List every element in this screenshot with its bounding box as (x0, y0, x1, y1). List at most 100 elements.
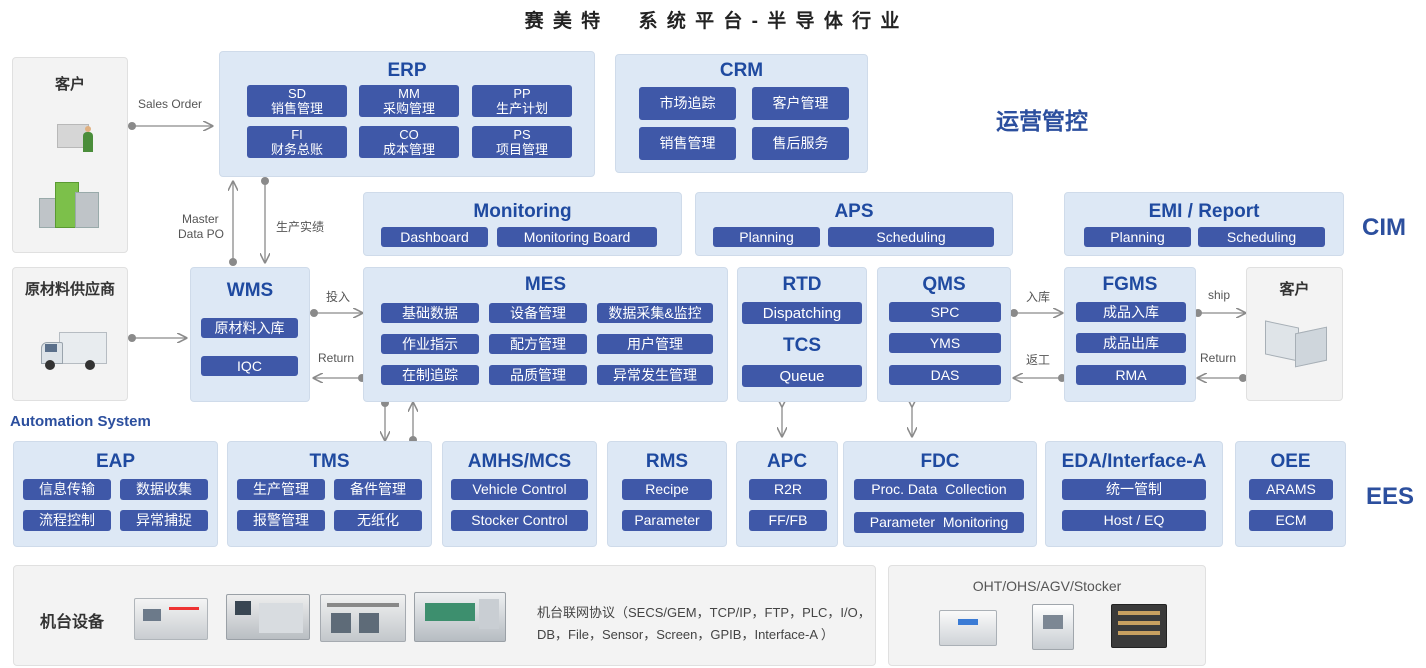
tms-panel: TMS 生产管理 备件管理 报警管理 无纸化 (227, 441, 432, 547)
fdc-parameter-monitoring[interactable]: Parameter Monitoring (854, 512, 1024, 533)
wms-raw-in[interactable]: 原材料入库 (201, 318, 298, 338)
mes-item-data-collection[interactable]: 数据采集&监控 (597, 303, 713, 323)
mes-item-quality[interactable]: 品质管理 (489, 365, 587, 385)
wms-iqc[interactable]: IQC (201, 356, 298, 376)
fgms-title: FGMS (1102, 274, 1158, 295)
fgms-out[interactable]: 成品出库 (1076, 333, 1186, 353)
amhs-stocker-control[interactable]: Stocker Control (451, 510, 588, 531)
agv-icon (1032, 604, 1074, 650)
oht-vehicle-icon (939, 610, 997, 646)
crm-item-market[interactable]: 市场追踪 (639, 87, 736, 120)
aps-panel: APS Planning Scheduling (695, 192, 1013, 256)
crm-item-service[interactable]: 售后服务 (752, 127, 849, 160)
amhs-vehicle-control[interactable]: Vehicle Control (451, 479, 588, 500)
mes-item-exception[interactable]: 异常发生管理 (597, 365, 713, 385)
erp-module-name: 财务总账 (270, 142, 323, 157)
flow-label-master: Master (182, 212, 219, 226)
section-label-cim: CIM (1362, 214, 1406, 241)
rtd-dispatching[interactable]: Dispatching (742, 302, 862, 324)
oee-ecm[interactable]: ECM (1249, 510, 1333, 531)
apc-ffb[interactable]: FF/FB (749, 510, 827, 531)
eda-host-eq[interactable]: Host / EQ (1062, 510, 1206, 531)
erp-module-code: PP (513, 86, 531, 101)
warehouse-icon (1265, 318, 1327, 368)
mes-item-basic-data[interactable]: 基础数据 (381, 303, 479, 323)
mes-item-work-instruction[interactable]: 作业指示 (381, 334, 479, 354)
supplier-panel: 原材料供应商 (12, 267, 128, 401)
aps-scheduling[interactable]: Scheduling (828, 227, 994, 247)
rms-parameter[interactable]: Parameter (622, 510, 712, 531)
erp-module-code: PS (513, 127, 531, 142)
machine-2-icon (226, 594, 310, 640)
mes-panel: MES 基础数据 设备管理 数据采集&监控 作业指示 配方管理 用户管理 在制追… (363, 267, 728, 402)
amhs-panel: AMHS/MCS Vehicle Control Stocker Control (442, 441, 597, 547)
erp-module-name: 采购管理 (382, 101, 435, 116)
rtd-tcs-panel: RTD Dispatching TCS Queue (737, 267, 867, 402)
tms-production[interactable]: 生产管理 (237, 479, 325, 500)
tms-spare-parts[interactable]: 备件管理 (334, 479, 422, 500)
machine-3-icon (320, 594, 406, 642)
oee-arams[interactable]: ARAMS (1249, 479, 1333, 500)
eap-exception-capture[interactable]: 异常捕捉 (120, 510, 208, 531)
equipment-protocol-line-1: 机台联网协议（SECS/GEM，TCP/IP，FTP，PLC，I/O， (537, 605, 871, 620)
fgms-rma[interactable]: RMA (1076, 365, 1186, 385)
flow-label-return-left: Return (318, 351, 355, 365)
fgms-in[interactable]: 成品入库 (1076, 302, 1186, 322)
qms-das[interactable]: DAS (889, 365, 1001, 385)
apc-title: APC (766, 451, 808, 472)
qms-yms[interactable]: YMS (889, 333, 1001, 353)
rms-title: RMS (645, 451, 689, 472)
crm-item-sales[interactable]: 销售管理 (639, 127, 736, 160)
mes-item-equipment[interactable]: 设备管理 (489, 303, 587, 323)
erp-module-name: 销售管理 (270, 101, 323, 116)
customer-right-title: 客户 (1279, 281, 1310, 298)
oht-title: OHT/OHS/AGV/Stocker (972, 578, 1122, 594)
aps-planning[interactable]: Planning (713, 227, 820, 247)
tcs-queue[interactable]: Queue (742, 365, 862, 387)
eap-data-collect[interactable]: 数据收集 (120, 479, 208, 500)
emi-scheduling[interactable]: Scheduling (1198, 227, 1325, 247)
erp-module-name: 生产计划 (495, 101, 548, 116)
mes-item-user[interactable]: 用户管理 (597, 334, 713, 354)
tcs-title: TCS (783, 335, 821, 356)
eda-unified-control[interactable]: 统一管制 (1062, 479, 1206, 500)
tms-paperless[interactable]: 无纸化 (334, 510, 422, 531)
eap-info-transfer[interactable]: 信息传输 (23, 479, 111, 500)
monitoring-panel: Monitoring Dashboard Monitoring Board (363, 192, 682, 256)
tms-alarm[interactable]: 报警管理 (237, 510, 325, 531)
amhs-title: AMHS/MCS (467, 451, 572, 472)
oht-panel: OHT/OHS/AGV/Stocker (888, 565, 1206, 666)
qms-spc[interactable]: SPC (889, 302, 1001, 322)
customer-left-title: 客户 (54, 76, 85, 93)
flow-label-return-right: Return (1200, 351, 1237, 365)
eda-title: EDA/Interface-A (1061, 451, 1207, 472)
fdc-panel: FDC Proc. Data Collection Parameter Moni… (843, 441, 1037, 547)
emi-planning[interactable]: Planning (1084, 227, 1191, 247)
crm-title: CRM (719, 60, 764, 81)
customer-building-icon (39, 178, 99, 228)
qms-panel: QMS SPC YMS DAS (877, 267, 1011, 402)
machine-1-icon (134, 598, 208, 640)
apc-r2r[interactable]: R2R (749, 479, 827, 500)
monitoring-board[interactable]: Monitoring Board (497, 227, 657, 247)
qms-title: QMS (922, 274, 966, 295)
wms-title: WMS (226, 280, 274, 301)
mes-item-recipe[interactable]: 配方管理 (489, 334, 587, 354)
eap-flow-control[interactable]: 流程控制 (23, 510, 111, 531)
rms-recipe[interactable]: Recipe (622, 479, 712, 500)
erp-module-code: SD (287, 86, 307, 101)
oee-panel: OEE ARAMS ECM (1235, 441, 1346, 547)
monitoring-dashboard[interactable]: Dashboard (381, 227, 488, 247)
mes-item-wip[interactable]: 在制追踪 (381, 365, 479, 385)
eap-panel: EAP 信息传输 数据收集 流程控制 异常捕捉 (13, 441, 218, 547)
crm-item-customer[interactable]: 客户管理 (752, 87, 849, 120)
fdc-proc-data-collection[interactable]: Proc. Data Collection (854, 479, 1024, 500)
emi-title: EMI / Report (1148, 201, 1260, 222)
